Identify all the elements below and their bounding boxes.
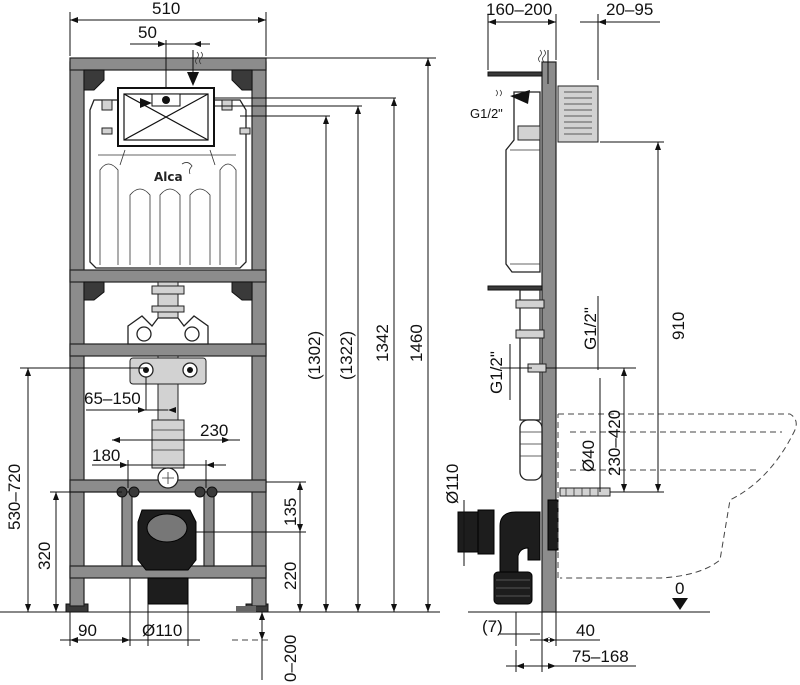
side-flush-pipe bbox=[515, 289, 547, 481]
side-drain bbox=[457, 499, 559, 605]
side-inlet-arrow bbox=[510, 49, 549, 104]
svg-text:(1302): (1302) bbox=[305, 331, 324, 380]
wc-bolt-brackets bbox=[129, 357, 207, 385]
svg-text:135: 135 bbox=[281, 498, 300, 526]
fixing-rail bbox=[69, 343, 267, 357]
dim-d110-side: Ø110 bbox=[443, 464, 465, 566]
wc-outline bbox=[557, 413, 797, 579]
svg-text:160–200: 160–200 bbox=[486, 0, 552, 19]
svg-text:230–420: 230–420 bbox=[605, 410, 624, 476]
right-post bbox=[251, 61, 267, 607]
upper-mid-rail bbox=[69, 269, 267, 283]
top-arm bbox=[487, 71, 543, 77]
svg-text:(1322): (1322) bbox=[337, 331, 356, 380]
svg-text:320: 320 bbox=[35, 542, 54, 570]
dim-20-95: 20–95 bbox=[580, 0, 660, 80]
svg-text:180: 180 bbox=[92, 446, 120, 465]
water-inlet-arrow bbox=[187, 50, 203, 86]
right-strut bbox=[203, 491, 215, 567]
wall-plate bbox=[557, 85, 599, 143]
dim-65-150: 65–150 bbox=[84, 377, 176, 413]
svg-text:910: 910 bbox=[669, 312, 688, 340]
drain-elbow bbox=[137, 509, 197, 605]
side-cistern bbox=[505, 91, 541, 273]
svg-text:90: 90 bbox=[78, 621, 97, 640]
side-view: 160–200 20–95 G1/2" 910 230–420 G1/2" Ø4 bbox=[443, 0, 797, 672]
dim-320: 320 bbox=[35, 491, 122, 612]
left-strut bbox=[121, 491, 133, 567]
dim-160-200: 160–200 bbox=[486, 0, 557, 70]
svg-text:50: 50 bbox=[138, 23, 157, 42]
lower-bolts bbox=[116, 486, 218, 498]
dim-530-720: 530–720 bbox=[5, 367, 146, 612]
svg-text:(7): (7) bbox=[482, 617, 503, 636]
thread-top-label: G1/2" bbox=[470, 106, 503, 121]
svg-text:1460: 1460 bbox=[407, 324, 426, 362]
thread-right-label: G1/2" bbox=[581, 307, 600, 350]
svg-text:Ø110: Ø110 bbox=[443, 464, 462, 504]
dim-50: 50 bbox=[130, 23, 210, 88]
svg-text:0–200: 0–200 bbox=[281, 635, 300, 682]
svg-text:20–95: 20–95 bbox=[606, 0, 653, 19]
flush-pipe bbox=[127, 281, 209, 489]
dim-230: 230 bbox=[112, 421, 240, 443]
svg-text:230: 230 bbox=[200, 421, 228, 440]
left-post bbox=[69, 61, 85, 607]
dim-135: 135 bbox=[196, 481, 306, 533]
dim-1342: 1342 bbox=[373, 98, 397, 612]
svg-text:Ø40: Ø40 bbox=[579, 440, 598, 472]
dim-0-200: 0–200 bbox=[232, 606, 300, 682]
flush-opening bbox=[117, 87, 215, 147]
svg-text:40: 40 bbox=[576, 621, 595, 640]
svg-text:G1/2": G1/2" bbox=[487, 351, 506, 394]
dim-d110-front: Ø110 bbox=[136, 604, 200, 646]
svg-text:510: 510 bbox=[152, 0, 180, 18]
dim-1302: (1302) bbox=[305, 116, 329, 612]
svg-text:1342: 1342 bbox=[373, 324, 392, 362]
top-rail bbox=[69, 57, 267, 71]
mid-arm bbox=[487, 285, 543, 291]
floor-level-marker: 0 bbox=[672, 579, 688, 610]
svg-text:Ø110: Ø110 bbox=[142, 621, 182, 640]
dim-510: 510 bbox=[69, 0, 267, 56]
corner-brackets bbox=[83, 69, 253, 301]
dim-7: (7) bbox=[482, 612, 540, 646]
dim-910: 910 bbox=[600, 141, 688, 493]
dim-230-420: 230–420 bbox=[546, 367, 636, 492]
svg-text:220: 220 bbox=[281, 562, 300, 590]
logo-swoosh bbox=[181, 162, 193, 175]
svg-text:65–150: 65–150 bbox=[84, 389, 141, 408]
svg-text:530–720: 530–720 bbox=[5, 464, 24, 530]
dim-180: 180 bbox=[92, 446, 226, 488]
side-bolts bbox=[559, 487, 611, 497]
dim-1322: (1322) bbox=[337, 106, 361, 612]
dim-75-168: 75–168 bbox=[506, 647, 636, 672]
front-view: Alca bbox=[0, 0, 440, 682]
svg-text:0: 0 bbox=[675, 579, 684, 598]
thread-left: G1/2" bbox=[487, 344, 532, 400]
water-waves bbox=[495, 89, 502, 97]
dim-d40: Ø40 bbox=[579, 378, 601, 492]
dim-1460: 1460 bbox=[407, 58, 431, 612]
brand-logo: Alca bbox=[154, 170, 183, 184]
dim-90: 90 bbox=[60, 578, 140, 646]
dim-40-bottom: 40 bbox=[530, 612, 600, 672]
dim-220: 220 bbox=[281, 532, 303, 612]
svg-text:75–168: 75–168 bbox=[572, 647, 629, 666]
